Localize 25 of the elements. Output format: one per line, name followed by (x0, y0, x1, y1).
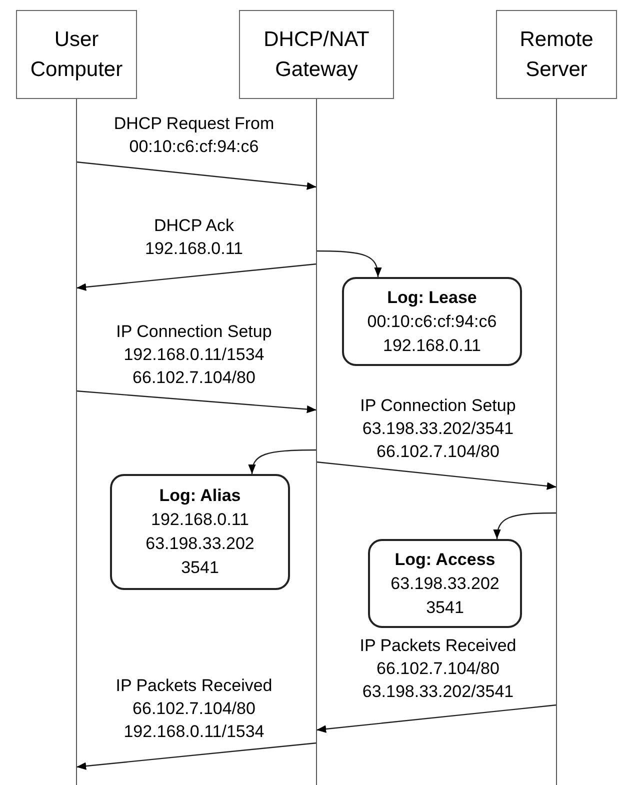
log-box (110, 474, 290, 590)
message-arrow (76, 742, 317, 770)
log-entry: 00:10:c6:cf:94:c6 (367, 310, 497, 332)
participant-name: User Computer (29, 26, 124, 82)
participant-name: DHCP/NAT Gateway (262, 26, 370, 82)
log-box (368, 539, 522, 628)
log-entry: 63.198.33.202 (390, 572, 500, 594)
message-arrow (76, 161, 317, 190)
message-arrow (316, 461, 557, 490)
log-entry: 3541 (426, 596, 464, 618)
message-arrow (316, 250, 382, 278)
log-entry: 192.168.0.11 (383, 334, 481, 356)
message-arrow (248, 449, 316, 474)
log-entry: 3541 (181, 557, 219, 579)
message-arrow (76, 390, 317, 414)
log-title: Log: Alias (159, 485, 241, 507)
log-entry: 192.168.0.11 (151, 509, 249, 531)
participant-name: Remote Server (518, 26, 594, 82)
message-arrow (316, 704, 557, 733)
message-arrow (76, 263, 317, 291)
log-title: Log: Lease (387, 286, 477, 309)
log-entry: 63.198.33.202 (146, 533, 254, 555)
message-arrow (494, 512, 556, 540)
log-title: Log: Access (394, 548, 496, 571)
log-box (342, 277, 522, 366)
